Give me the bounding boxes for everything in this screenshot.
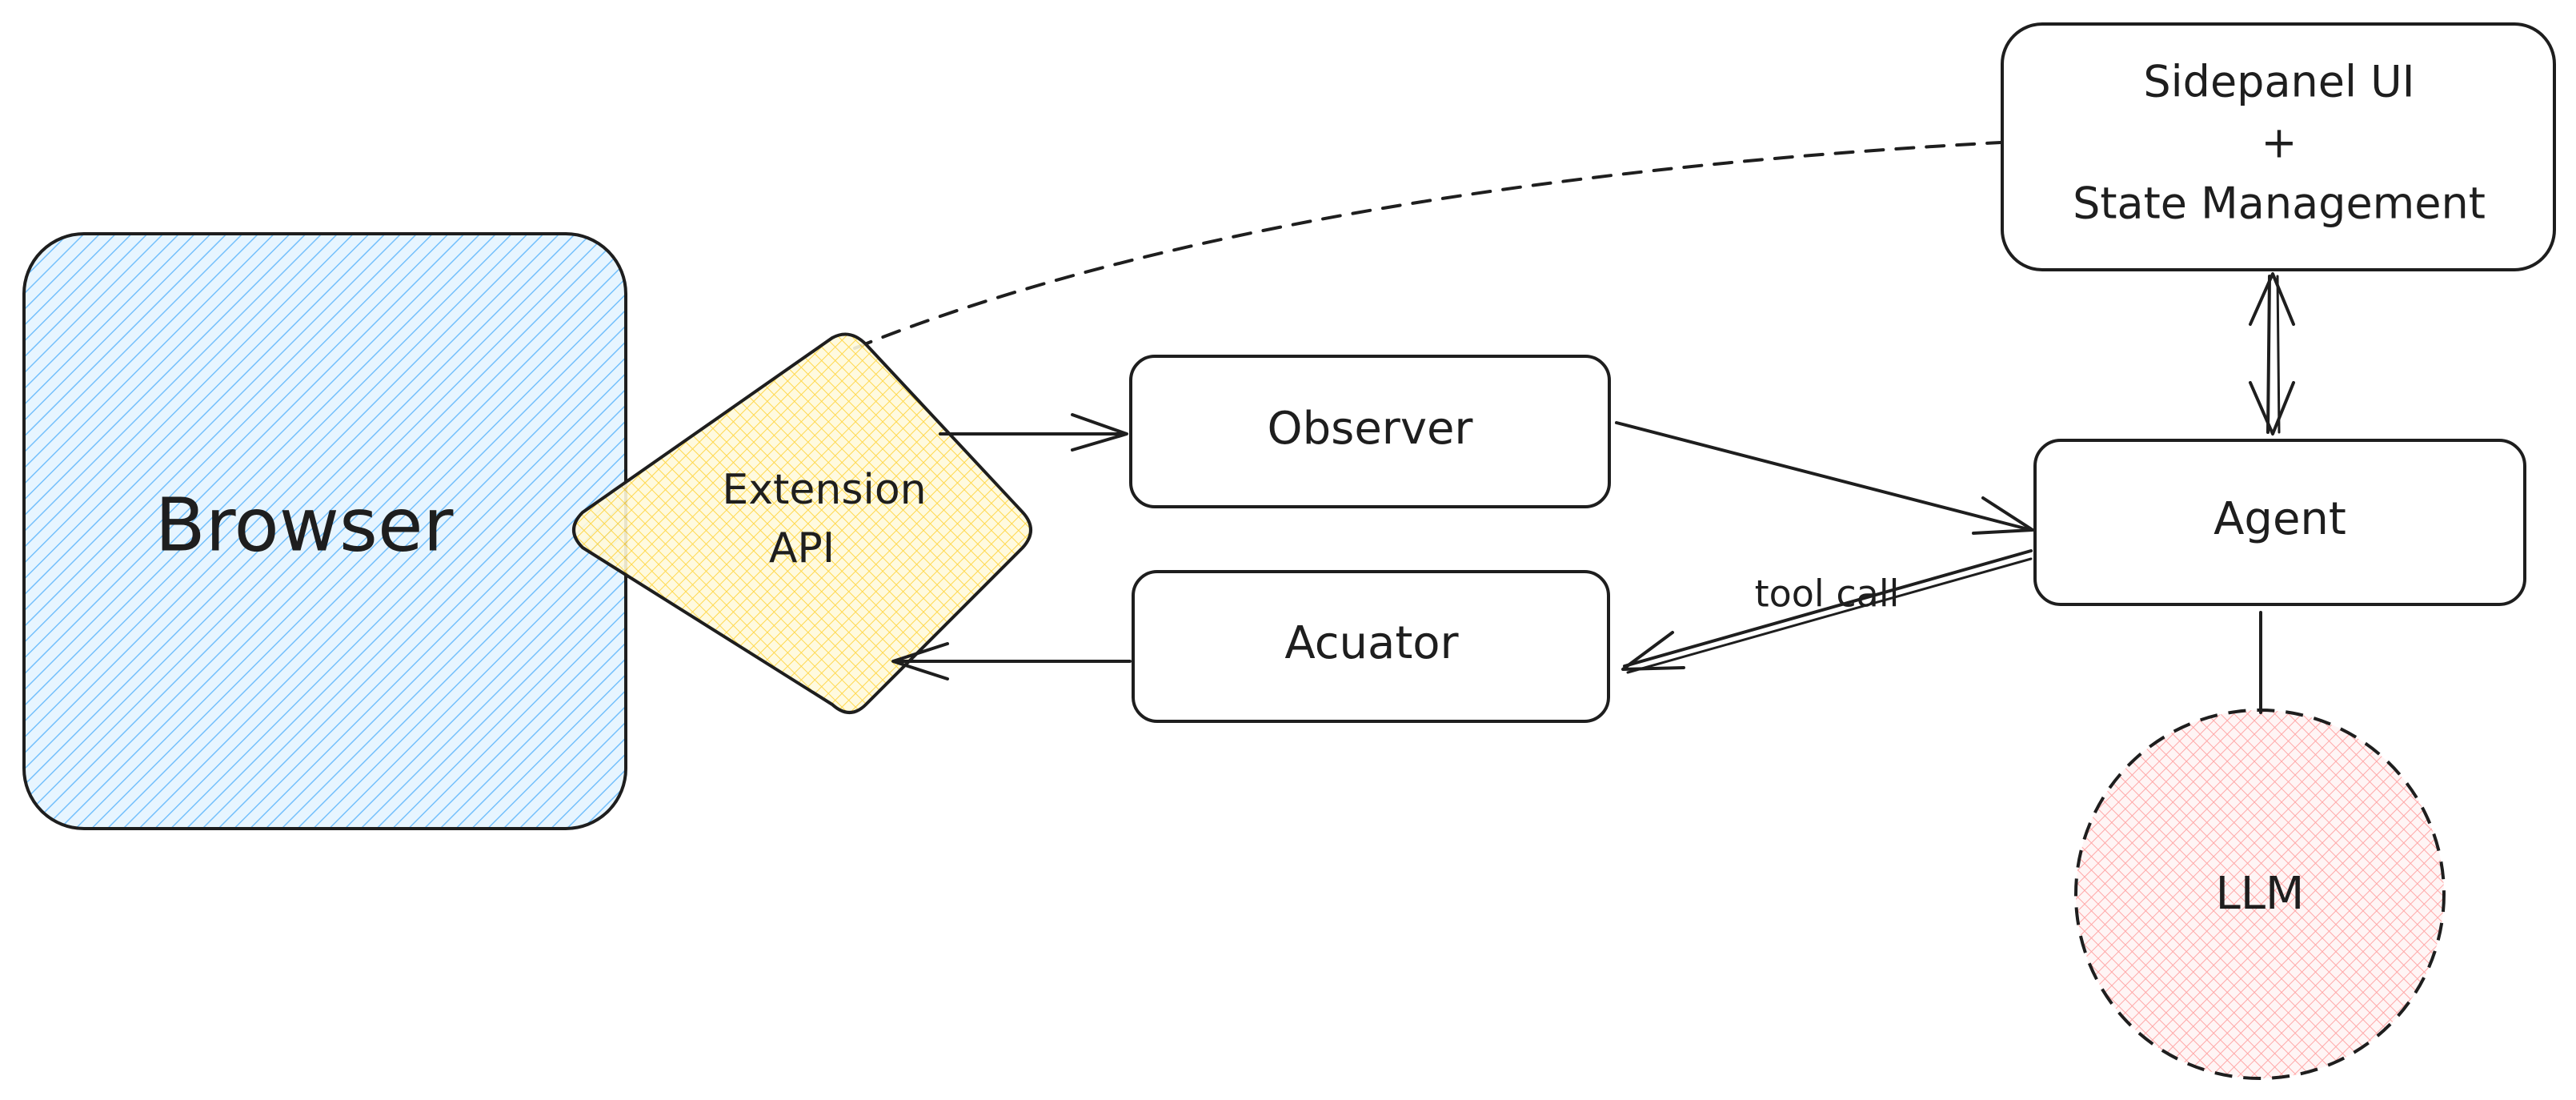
observer-node[interactable]: Observer bbox=[1129, 355, 1611, 508]
edge-sidepanel-agent-bidirectional bbox=[2249, 272, 2295, 436]
sidepanel-label-line3: State Management bbox=[2073, 179, 2486, 229]
extension-api-label-line1: Extension bbox=[722, 466, 926, 514]
llm-label: LLM bbox=[2216, 868, 2305, 920]
tool-call-label: tool call bbox=[1755, 572, 1900, 616]
extension-api-label-line2: API bbox=[769, 524, 835, 572]
browser-node[interactable]: Browser bbox=[22, 232, 627, 830]
edge-observer-to-agent bbox=[1615, 421, 2034, 535]
llm-node[interactable]: LLM bbox=[2074, 709, 2446, 1080]
edge-acuator-to-extension bbox=[891, 642, 1132, 680]
observer-label: Observer bbox=[1268, 403, 1474, 455]
browser-label: Browser bbox=[155, 482, 454, 568]
edge-extension-to-sidepanel bbox=[853, 141, 2002, 350]
agent-node[interactable]: Agent bbox=[2033, 439, 2526, 606]
edge-agent-to-acuator: tool call bbox=[1621, 549, 2033, 674]
edge-extension-to-observer bbox=[939, 413, 1128, 452]
extension-api-node[interactable]: Extension API bbox=[572, 332, 1032, 714]
sidepanel-label-line1: Sidepanel UI bbox=[2143, 57, 2414, 107]
acuator-label: Acuator bbox=[1284, 617, 1459, 669]
acuator-node[interactable]: Acuator bbox=[1132, 570, 1610, 723]
agent-label: Agent bbox=[2213, 493, 2346, 545]
sidepanel-label-line2: + bbox=[2261, 118, 2297, 168]
sidepanel-state-node[interactable]: Sidepanel UI + State Management bbox=[2001, 22, 2556, 271]
